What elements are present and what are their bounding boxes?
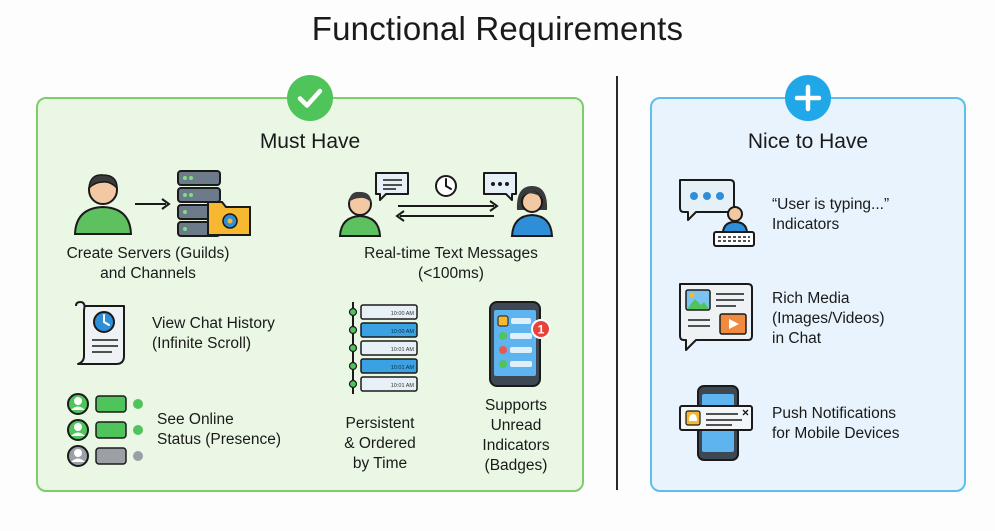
item-realtime-messages: Real-time Text Messages (<100ms)	[364, 245, 538, 282]
chat-bubble-icon	[483, 172, 517, 201]
nice-to-have-heading: Nice to Have	[747, 130, 869, 153]
item-unread-indicators: Supports Unread Indicators (Badges)	[482, 397, 550, 474]
checkmark-badge	[287, 75, 333, 121]
timestamp-label: 10:01 AM	[391, 383, 415, 389]
arrow-right-icon	[398, 200, 499, 212]
column-divider	[616, 76, 618, 490]
timestamp-label: 10:01 AM	[391, 347, 415, 353]
user-to-server-icon	[73, 170, 251, 237]
item-typing-indicators: “User is typing...” Indicators	[772, 196, 890, 233]
checkmark-icon	[297, 88, 323, 108]
timestamp-label: 10:00 AM	[391, 311, 415, 317]
plus-badge	[785, 75, 831, 121]
message-timeline-icon: 10:00 AM 10:00 AM 10:01 AM 10:01 AM 10:0…	[348, 302, 418, 394]
item-push-notifications: Push Notifications for Mobile Devices	[772, 405, 900, 442]
item-create-servers: Create Servers (Guilds) and Channels	[66, 245, 230, 282]
presence-list-icon	[67, 393, 143, 467]
must-have-panel	[36, 97, 584, 492]
clock-icon	[435, 175, 457, 197]
user-icon	[338, 191, 382, 237]
item-chat-history: View Chat History (Infinite Scroll)	[152, 315, 275, 352]
arrow-left-icon	[395, 210, 494, 222]
arrow-right-icon	[135, 198, 171, 210]
online-user-row	[67, 393, 143, 415]
timestamp-label: 10:00 AM	[391, 329, 415, 335]
online-user-row	[67, 419, 143, 441]
chat-bubble-icon	[375, 172, 409, 201]
phone-unread-badge-icon: 1	[489, 301, 551, 387]
rich-media-icon	[679, 283, 753, 351]
item-persistent-ordered: Persistent & Ordered by Time	[344, 415, 416, 472]
push-notification-icon	[679, 385, 753, 461]
plus-icon	[794, 84, 822, 112]
must-have-heading: Must Have	[259, 130, 361, 153]
folder-gear-icon	[207, 201, 251, 236]
timestamp-label: 10:01 AM	[391, 365, 415, 371]
typing-indicator-icon	[679, 179, 755, 247]
item-online-status: See Online Status (Presence)	[157, 411, 282, 448]
realtime-messaging-icon	[338, 172, 554, 237]
item-rich-media: Rich Media (Images/Videos) in Chat	[772, 290, 885, 347]
chat-history-scroll-icon	[75, 300, 125, 365]
offline-user-row	[67, 445, 143, 467]
user-icon	[73, 174, 133, 235]
user-female-icon	[510, 186, 554, 237]
unread-count-badge: 1	[538, 323, 545, 337]
page-title: Functional Requirements	[311, 10, 684, 47]
